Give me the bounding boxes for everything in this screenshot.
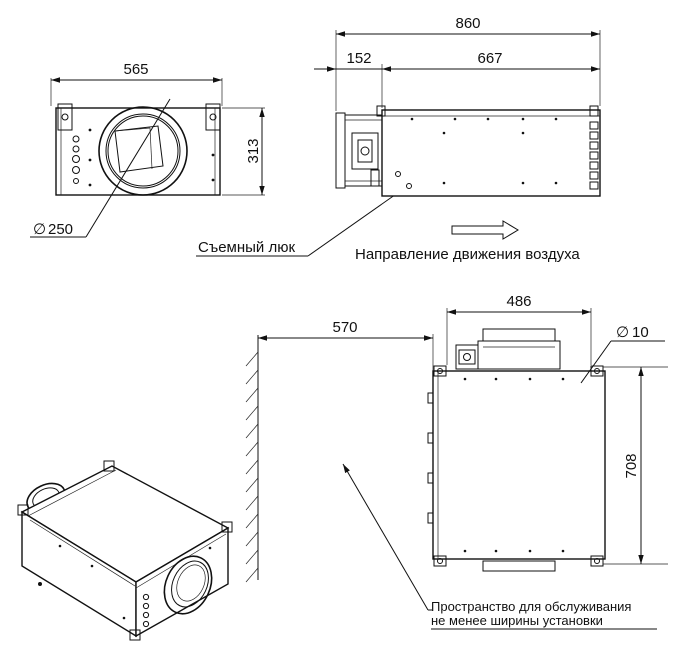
dim-duct-diameter: ∅ 250: [30, 98, 171, 238]
service-space-label-line2: не менее ширины установки: [431, 613, 603, 628]
dim-label-250: 250: [48, 221, 73, 238]
diameter-symbol-hole: ∅: [616, 324, 629, 341]
dim-label-708: 708: [623, 453, 640, 478]
removable-hatch-label: Съемный люк: [198, 239, 295, 256]
airflow-direction-label: Направление движения воздуха: [355, 246, 580, 263]
dim-label-570: 570: [332, 319, 357, 336]
service-space-callout: Пространство для обслуживания не менее ш…: [342, 463, 657, 630]
dim-label-860: 860: [455, 15, 480, 32]
front-view: [55, 103, 221, 196]
dim-mount-hole: ∅ 10: [580, 324, 665, 384]
airflow-arrow-icon: [451, 220, 519, 240]
dim-duct-and-body: 152 667: [314, 50, 600, 108]
dim-top-depth: 708: [603, 366, 668, 565]
wall-hatching: [245, 335, 259, 583]
dim-top-width: 486: [446, 293, 592, 365]
dim-wall-clearance: 570: [258, 319, 434, 371]
dim-label-10: 10: [632, 324, 649, 341]
dim-front-height: 313: [222, 107, 265, 196]
dim-label-565: 565: [123, 61, 148, 78]
side-view: [335, 105, 601, 197]
isometric-view: [17, 460, 233, 641]
dim-front-width: 565: [50, 61, 223, 106]
removable-hatch-callout: Съемный люк: [196, 184, 410, 257]
dim-label-313: 313: [245, 138, 262, 163]
service-space-label-line1: Пространство для обслуживания: [431, 599, 631, 614]
dim-label-486: 486: [506, 293, 531, 310]
dim-label-152: 152: [346, 50, 371, 67]
diameter-symbol: ∅: [33, 221, 46, 238]
dim-label-667: 667: [477, 50, 502, 67]
dim-total-length: 860: [335, 15, 601, 111]
top-view: [427, 328, 606, 572]
